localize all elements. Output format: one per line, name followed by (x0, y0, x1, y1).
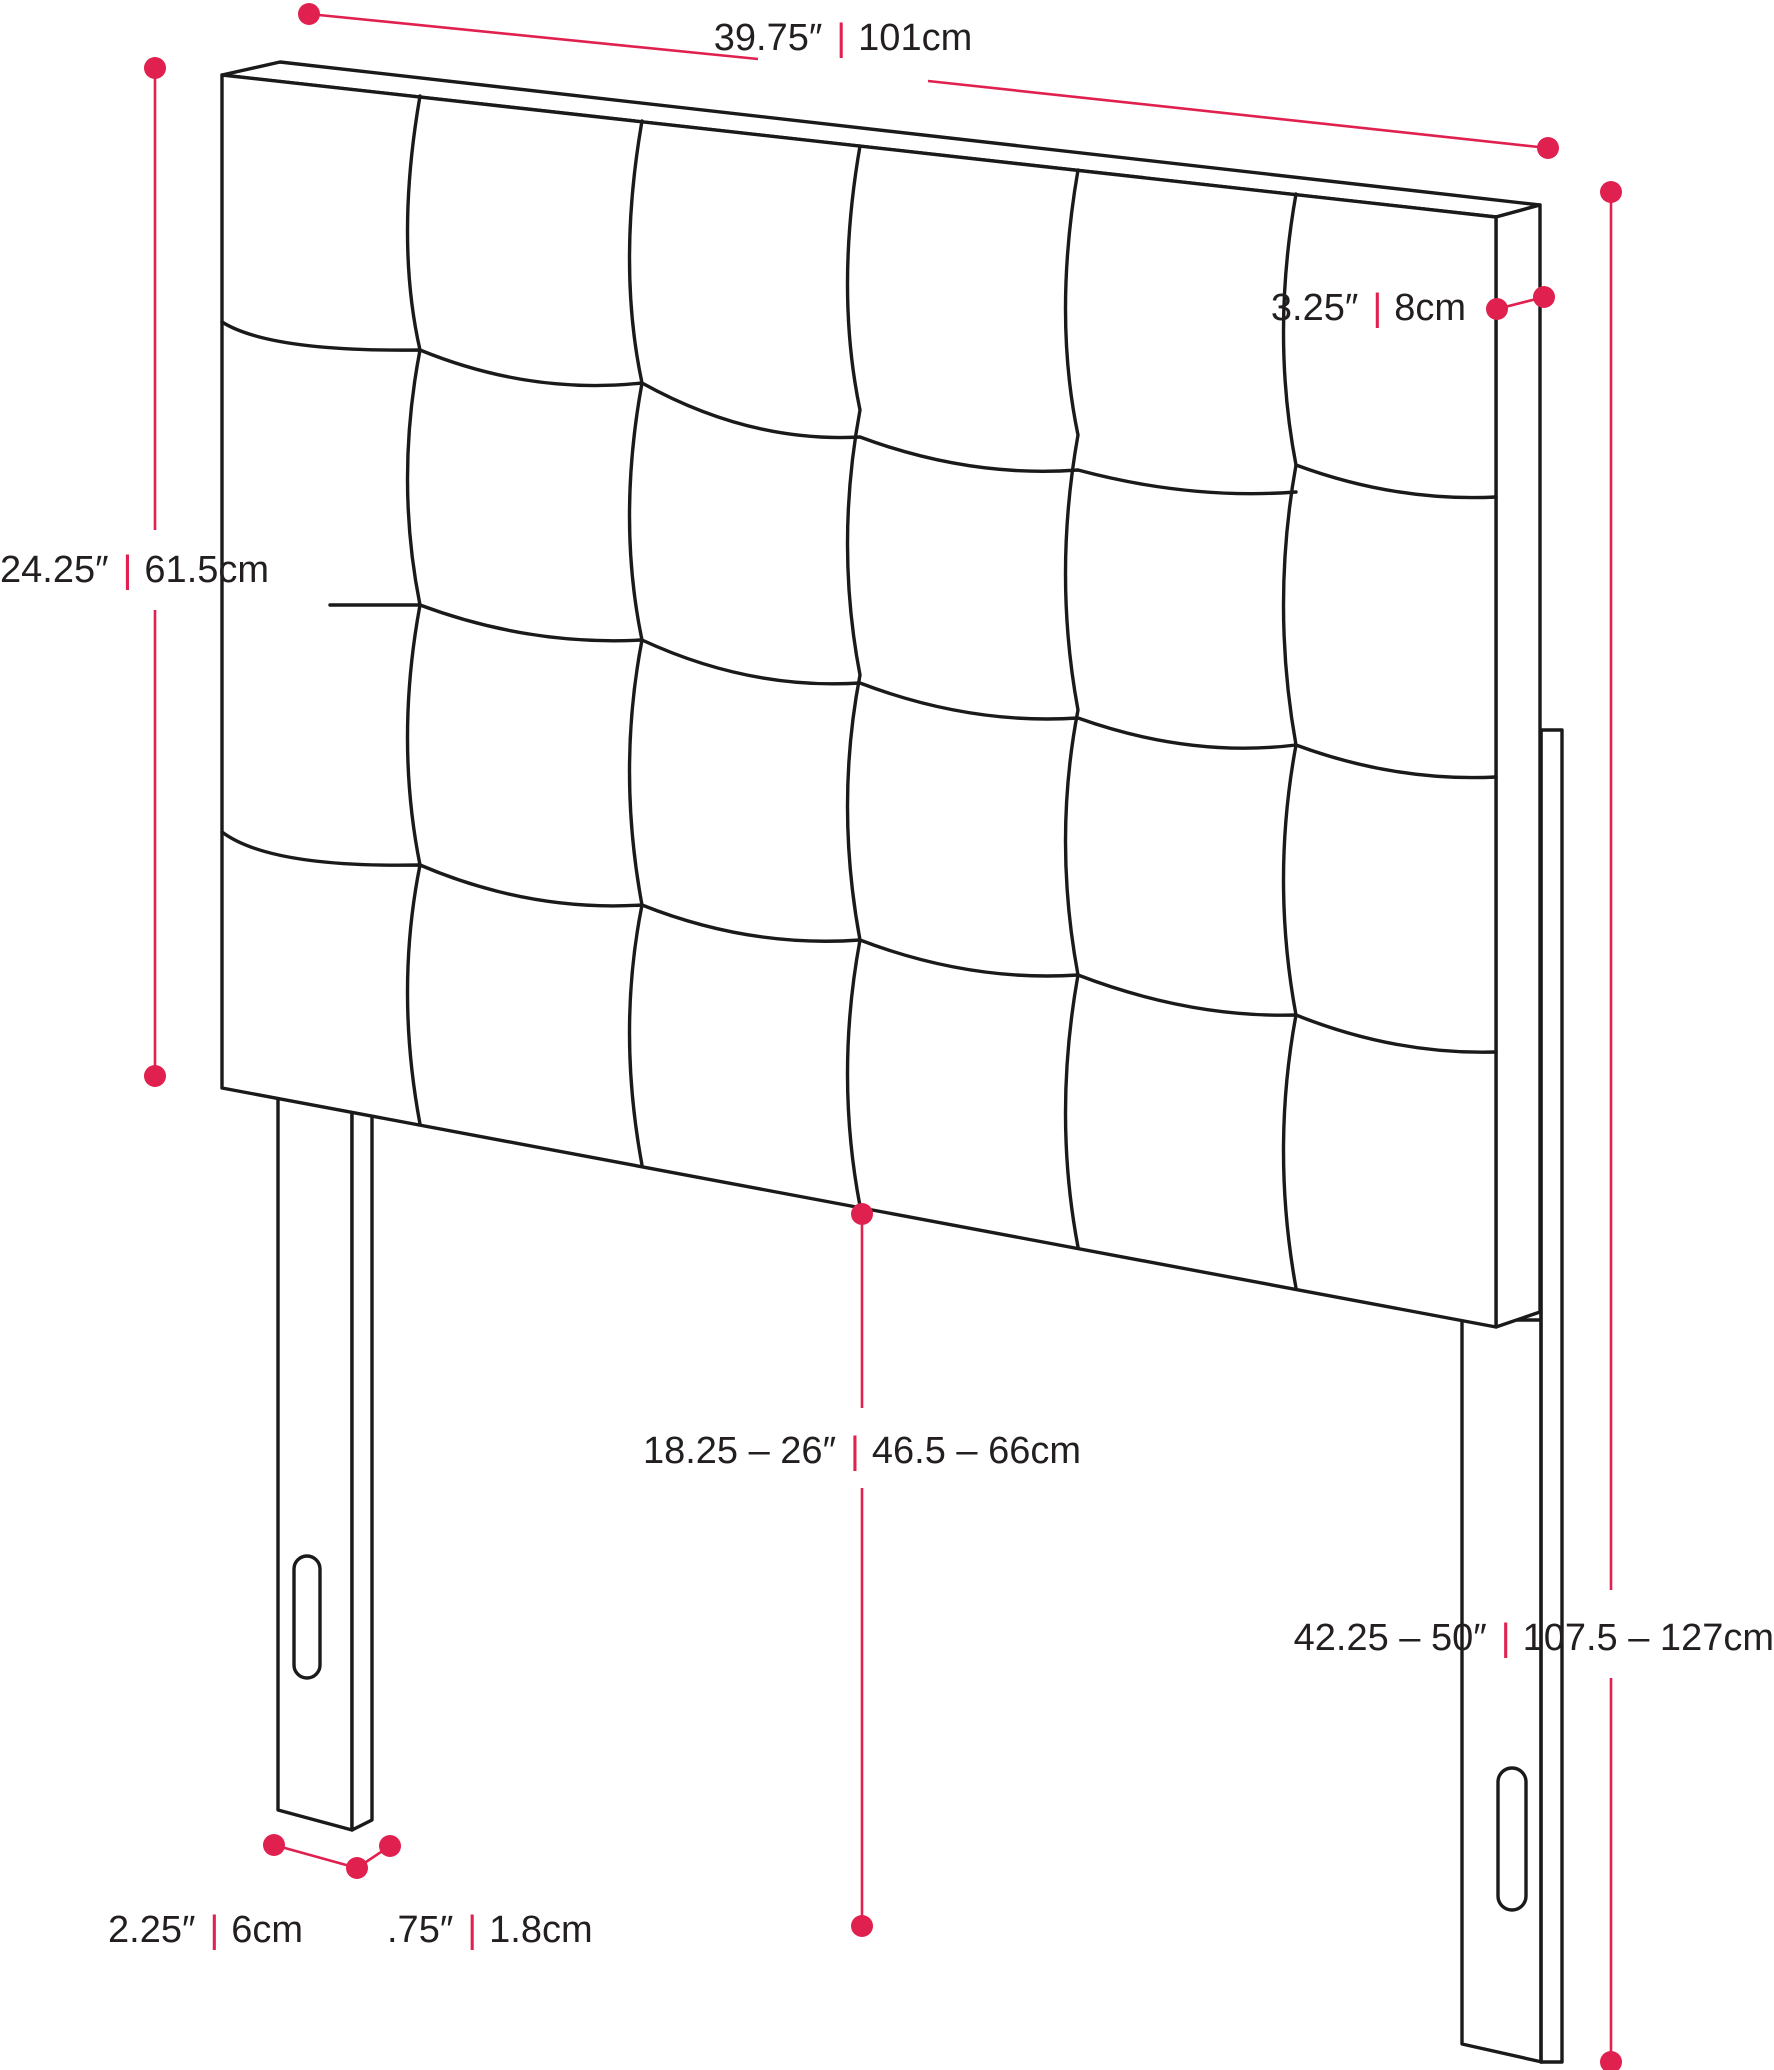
tufting-horizontal-seams (220, 320, 1498, 1054)
width-label: 39.75″|101cm (714, 17, 972, 59)
width-dimension: 39.75″|101cm (298, 3, 1559, 159)
leg-clearance-dimension: 18.25 – 26″|46.5 – 66cm (643, 1203, 1081, 1937)
left-leg-slot (292, 1554, 322, 1680)
leg-size-dimensions: 2.25″|6cm .75″|1.8cm (108, 1834, 593, 1951)
leg-width-label: 2.25″|6cm (108, 1909, 303, 1951)
panel-front-face (220, 73, 1498, 1329)
left-leg (276, 1088, 374, 1832)
leg-thickness-label: .75″|1.8cm (387, 1909, 593, 1951)
depth-label: 3.25″|8cm (1271, 287, 1466, 329)
panel-side-face (1494, 203, 1542, 1329)
overall-height-dimension: 42.25 – 50″|107.5 – 127cm (1294, 181, 1774, 2070)
headboard-panel (220, 60, 1542, 1329)
panel-height-dimension: 24.25″|61.5cm (0, 57, 269, 1087)
depth-dimension: 3.25″|8cm (1271, 286, 1555, 329)
leg-clearance-label: 18.25 – 26″|46.5 – 66cm (643, 1430, 1081, 1472)
right-leg-slot (1496, 1766, 1528, 1912)
panel-height-label: 24.25″|61.5cm (0, 549, 269, 591)
overall-height-label: 42.25 – 50″|107.5 – 127cm (1294, 1617, 1774, 1659)
